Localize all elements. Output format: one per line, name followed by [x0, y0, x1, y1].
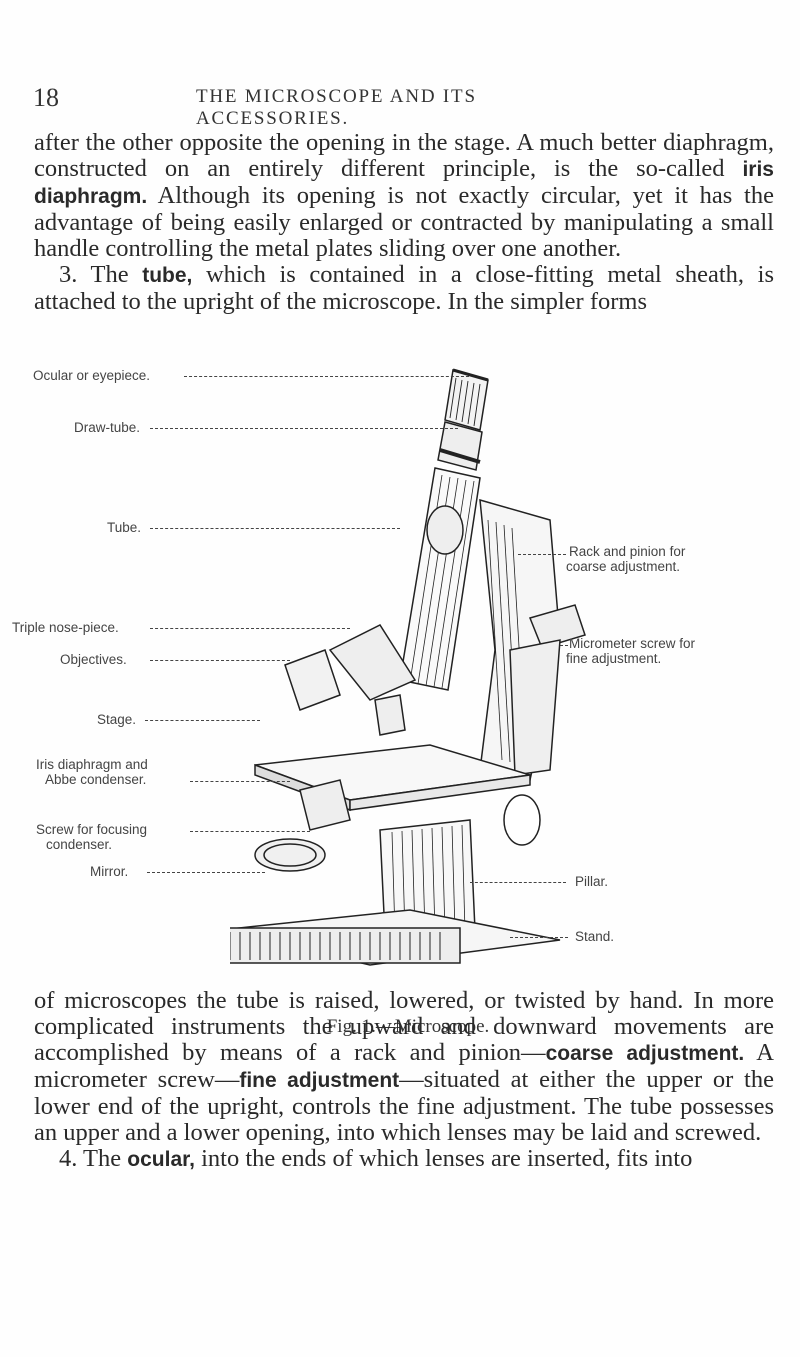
leader-line [150, 428, 458, 429]
term-tube: tube, [142, 264, 193, 287]
page-number: 18 [33, 83, 59, 112]
text-span: of microscopes the tube is raised, lower… [34, 987, 774, 1066]
label-stand: Stand. [575, 929, 615, 944]
text-span: 3. The [59, 261, 143, 288]
microscope-illustration [230, 368, 586, 966]
label-micro-1: Micrometer screw for [569, 636, 696, 651]
leader-line [190, 781, 290, 782]
label-iris-1: Iris diaphragm and [36, 757, 148, 772]
leader-line [147, 872, 265, 873]
label-tube: Tube. [107, 520, 142, 535]
label-rack-2: coarse adjustment. [566, 559, 681, 574]
leader-line [190, 831, 310, 832]
label-stage: Stage. [97, 712, 137, 727]
leader-line [518, 554, 566, 555]
label-pillar: Pillar. [575, 874, 609, 889]
text-span: after the other opposite the opening in … [34, 129, 774, 182]
label-iris-2: Abbe condenser. [45, 772, 147, 787]
label-screw-1: Screw for focusing [36, 822, 148, 837]
label-nose-piece: Triple nose-piece. [12, 620, 119, 635]
leader-line [150, 528, 400, 529]
text-span: Although its opening is not exactly circ… [34, 182, 774, 262]
leader-line [510, 937, 568, 938]
term-ocular: ocular, [127, 1148, 195, 1171]
leader-line [560, 645, 568, 646]
leader-line [150, 628, 350, 629]
leader-line [145, 720, 260, 721]
label-rack-1: Rack and pinion for [569, 544, 686, 559]
paragraph-iris: after the other opposite the opening in … [34, 130, 774, 315]
text-span: A micrometer screw— [34, 1039, 774, 1093]
text-span: which is contained in a close-fitting me… [34, 261, 774, 315]
running-head: THE MICROSCOPE AND ITS ACCESSORIES. [196, 86, 477, 129]
label-objectives: Objectives. [60, 652, 127, 667]
term-fine-adjustment: fine adjustment [239, 1069, 400, 1092]
text-span: 4. The [59, 1145, 128, 1172]
leader-line [184, 376, 469, 377]
text-span: —situated at either the upper or the low… [34, 1066, 774, 1146]
label-mirror: Mirror. [90, 864, 129, 879]
term-iris-diaphragm: iris diaphragm. [34, 158, 774, 208]
label-ocular: Ocular or eyepiece. [33, 368, 151, 383]
text-span: into the ends of which lenses are insert… [194, 1145, 693, 1172]
label-draw-tube: Draw-tube. [74, 420, 141, 435]
figure-caption: Fig. 1.—Microscope. [326, 1016, 490, 1037]
label-screw-2: condenser. [46, 837, 113, 852]
paragraph-tube-adjustment: of microscopes the tube is raised, lower… [34, 988, 774, 1173]
label-micro-2: fine adjustment. [566, 651, 662, 666]
leader-line [150, 660, 290, 661]
leader-line [470, 882, 566, 883]
term-coarse-adjustment: coarse adjustment. [545, 1042, 745, 1065]
